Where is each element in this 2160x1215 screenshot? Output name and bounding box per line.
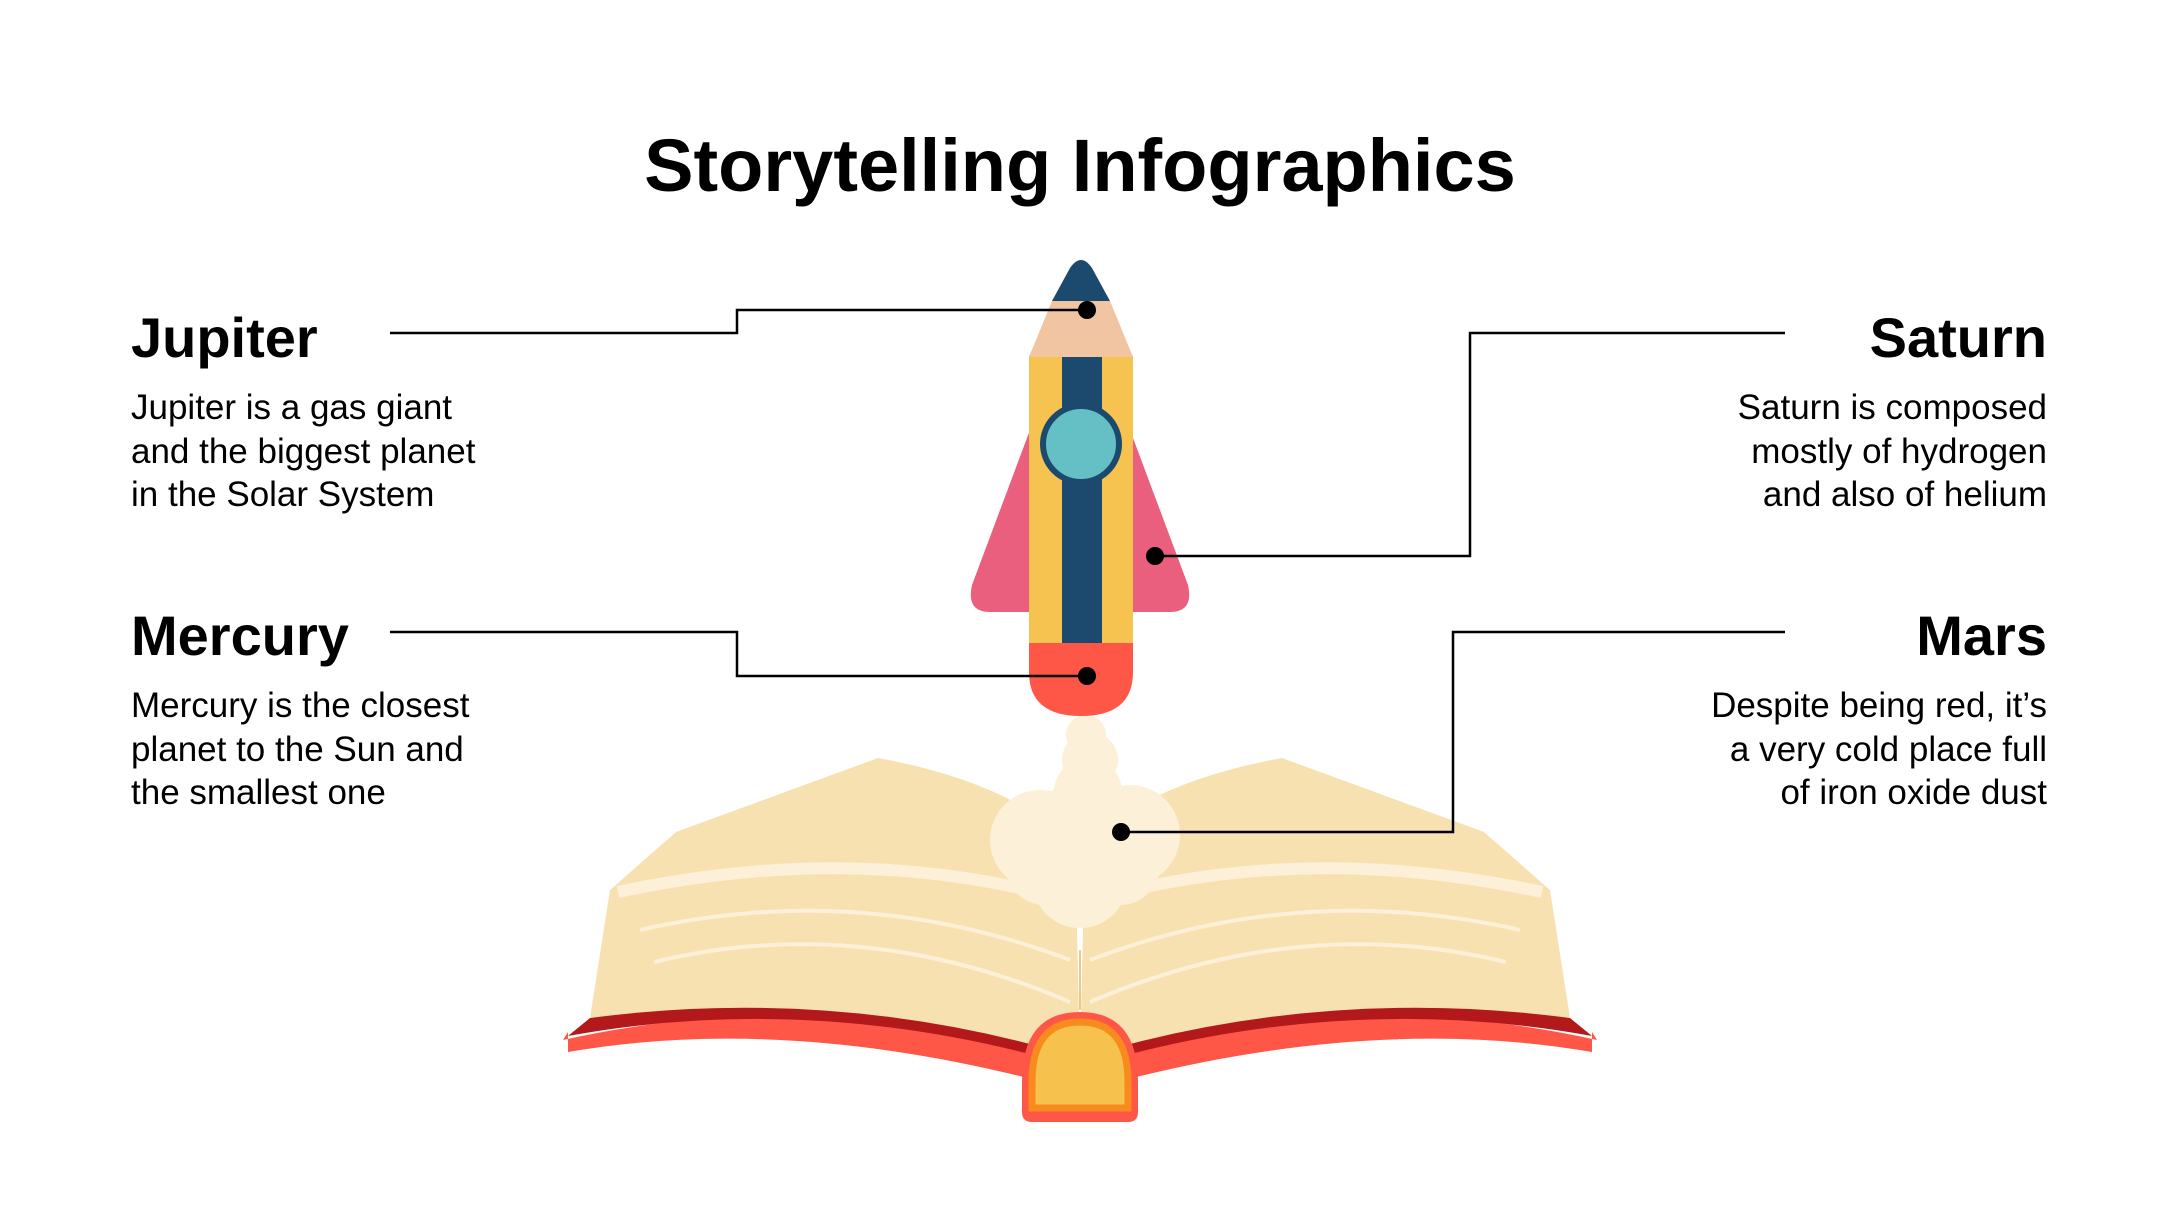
connector-saturn <box>1155 331 1785 558</box>
saturn-description: Saturn is composed mostly of hydrogen an… <box>1737 388 2047 514</box>
page-title: Storytelling Infographics <box>644 124 1516 207</box>
saturn-block: Saturn Saturn is composed mostly of hydr… <box>1527 300 2047 517</box>
mars-heading: Mars <box>1916 604 2047 667</box>
pencil-rocket-icon <box>970 260 1190 716</box>
saturn-heading: Saturn <box>1869 306 2047 369</box>
rocket-nose <box>1052 260 1110 301</box>
smoke-cloud-icon <box>990 715 1180 928</box>
rocket-window <box>1040 403 1122 485</box>
connector-jupiter <box>390 308 1087 335</box>
mercury-block: Mercury Mercury is the closest planet to… <box>131 598 651 815</box>
connector-dots <box>1078 301 1164 841</box>
jupiter-description: Jupiter is a gas giant and the biggest p… <box>131 388 476 514</box>
mars-block: Mars Despite being red, it’s a very cold… <box>1527 598 2047 815</box>
connector-mars <box>1121 630 1785 834</box>
rocket-fin-right <box>1120 430 1190 612</box>
dot-mars <box>1112 823 1130 841</box>
connector-mercury <box>390 630 1087 678</box>
mars-description: Despite being red, it’s a very cold plac… <box>1711 686 2047 812</box>
connector-lines <box>390 308 1785 834</box>
jupiter-heading: Jupiter <box>131 306 318 369</box>
open-book-icon <box>563 758 1597 1122</box>
mercury-heading: Mercury <box>131 604 349 667</box>
mercury-description: Mercury is the closest planet to the Sun… <box>131 686 470 812</box>
dot-mercury <box>1078 667 1096 685</box>
dot-jupiter <box>1078 301 1096 319</box>
rocket-fin-left <box>970 430 1040 612</box>
jupiter-block: Jupiter Jupiter is a gas giant and the b… <box>131 300 651 517</box>
book-pages-left <box>590 758 1080 1058</box>
dot-saturn <box>1146 547 1164 565</box>
